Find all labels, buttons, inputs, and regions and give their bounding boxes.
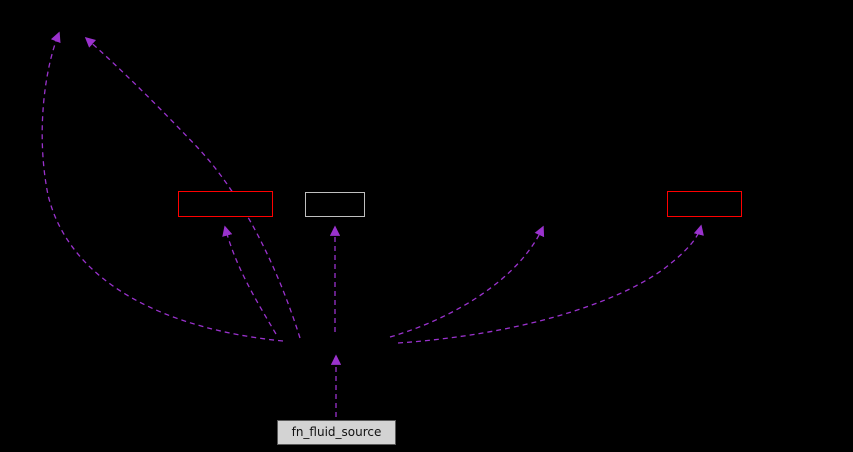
edge-to-red-right-node: [397, 224, 704, 344]
edge-to-top-left-outer: [41, 31, 284, 342]
graph-node-gray-center[interactable]: [305, 192, 365, 217]
edge-to-red-left-node: [222, 225, 277, 335]
graph-node-label: fn_fluid_source: [291, 425, 382, 439]
graph-node-red-left[interactable]: [178, 191, 273, 217]
edge-to-top-left-inner: [84, 36, 301, 339]
graph-node-red-right[interactable]: [667, 191, 742, 217]
graph-node-fn-fluid-source[interactable]: fn_fluid_source: [277, 420, 396, 445]
edge-to-mid-right-node: [389, 225, 545, 338]
